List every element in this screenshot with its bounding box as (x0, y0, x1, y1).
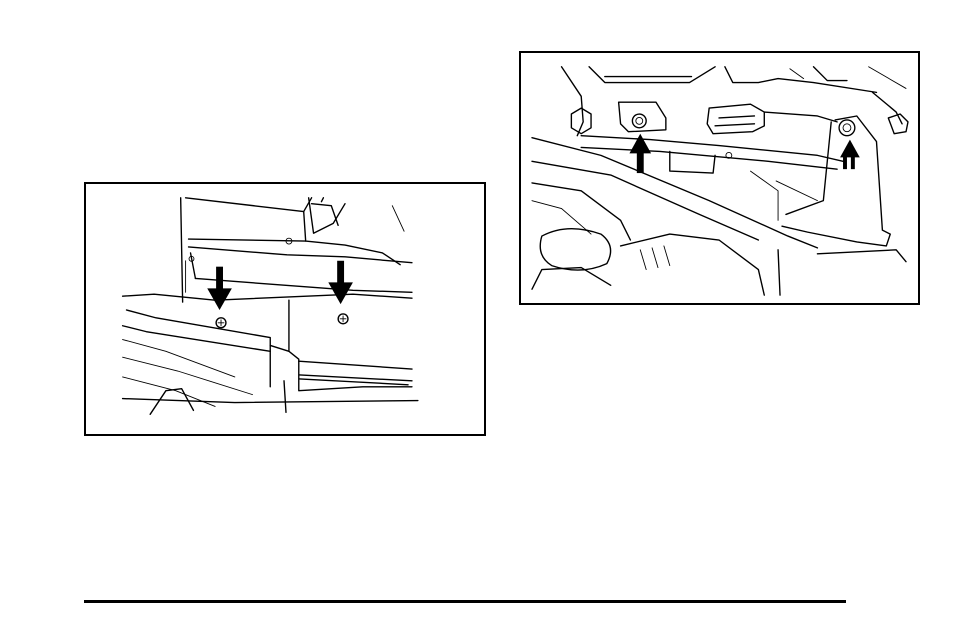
illustration-left-drawing (86, 184, 484, 434)
screw-right (338, 314, 348, 324)
up-arrow-icon (840, 140, 860, 170)
footer-rule (84, 600, 846, 603)
down-arrow-icon (207, 267, 232, 310)
down-arrow-icon (328, 261, 353, 304)
illustration-right-drawing (521, 53, 918, 303)
screw-left (216, 318, 226, 328)
illustration-right (519, 51, 920, 305)
illustration-left (84, 182, 486, 436)
